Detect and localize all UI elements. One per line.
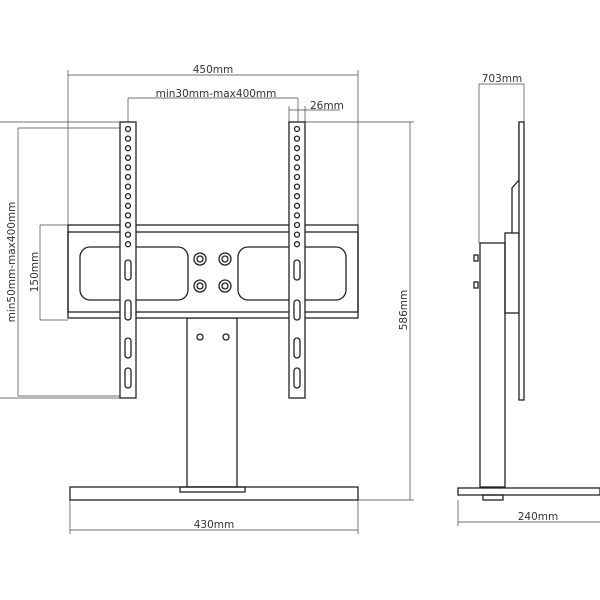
label-base-depth: 240mm [518,511,559,523]
screws [193,252,232,293]
base-plate [69,486,359,501]
label-overall-width: 450mm [193,64,234,76]
label-base-width: 430mm [194,519,235,531]
dimension-lines [0,70,600,534]
label-overall-height: 586mm [398,290,410,331]
label-rail-width: 26mm [310,100,344,112]
support-column [186,317,238,488]
front-view [67,121,359,501]
side-view [457,121,600,501]
label-plate-height: 150mm [29,252,41,293]
side-column [479,242,506,488]
side-base [457,487,600,496]
mounting-plate [67,224,359,319]
label-rail-spacing: min30mm-max400mm [156,88,277,100]
label-side-top: 703mm [482,73,523,85]
side-panel [518,121,525,401]
label-vertical-range: min50mm-max400mm [6,202,18,323]
